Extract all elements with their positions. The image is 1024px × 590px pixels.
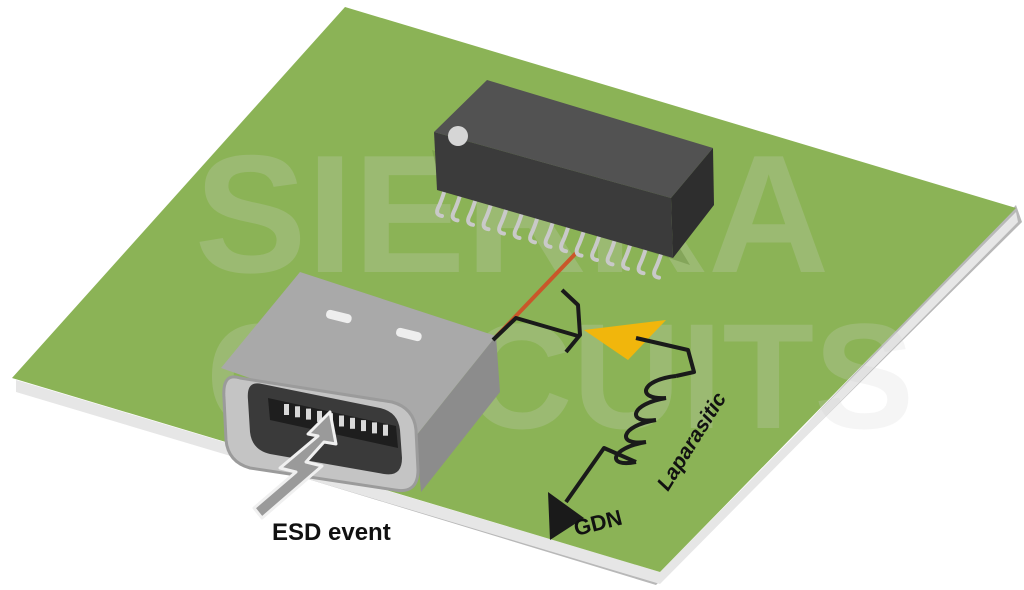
chip-top [434, 80, 713, 198]
chip-pin [621, 236, 634, 271]
connector-contact [383, 424, 388, 436]
usb-c-connector-icon [221, 272, 500, 493]
diode-triangle [584, 320, 666, 360]
ic-chip-icon [432, 80, 714, 280]
connector-side [416, 336, 500, 492]
esd-protection-circuit [491, 288, 696, 540]
diode-cathode-bar [560, 288, 582, 354]
chip-pin [590, 228, 603, 262]
diode-to-inductor-wire [635, 336, 696, 378]
chip-side [671, 148, 714, 258]
chip-pin [481, 197, 495, 232]
connector-contact [295, 406, 300, 418]
chip-pin [450, 188, 464, 223]
chip-pin [636, 241, 650, 276]
connector-contact [350, 417, 355, 429]
chip-pin [466, 192, 479, 227]
connector-top [221, 272, 496, 436]
connector-contact [284, 404, 289, 415]
ground-arrow-icon [548, 492, 584, 540]
connector-contact [339, 415, 344, 427]
connector-contact [361, 420, 366, 432]
chip-pin1-marker [448, 126, 468, 146]
chip-pin [543, 214, 557, 249]
chip-pin [435, 184, 448, 218]
inductor-to-ground-wire [564, 446, 637, 504]
chip-pin [512, 206, 526, 240]
chip-pin [528, 210, 541, 245]
tvs-diode-icon [560, 288, 666, 360]
chip-pins [435, 184, 665, 280]
connector-slot-left [326, 309, 352, 324]
connector-contact [306, 408, 311, 420]
chip-pin [559, 219, 572, 254]
lightning-arrow-icon [252, 410, 338, 520]
connector-contact [317, 410, 322, 422]
chip-pin [605, 232, 619, 267]
connector-slot-right [396, 327, 422, 342]
esd-event-label: ESD event [272, 519, 391, 546]
chip-pin [652, 245, 665, 280]
parasitic-inductor-coil [614, 374, 677, 466]
chip-pin [497, 201, 510, 236]
chip-front [434, 132, 673, 258]
connector-contact [372, 422, 377, 434]
node-to-diode-wire [491, 316, 579, 342]
chip-pin [574, 223, 588, 258]
